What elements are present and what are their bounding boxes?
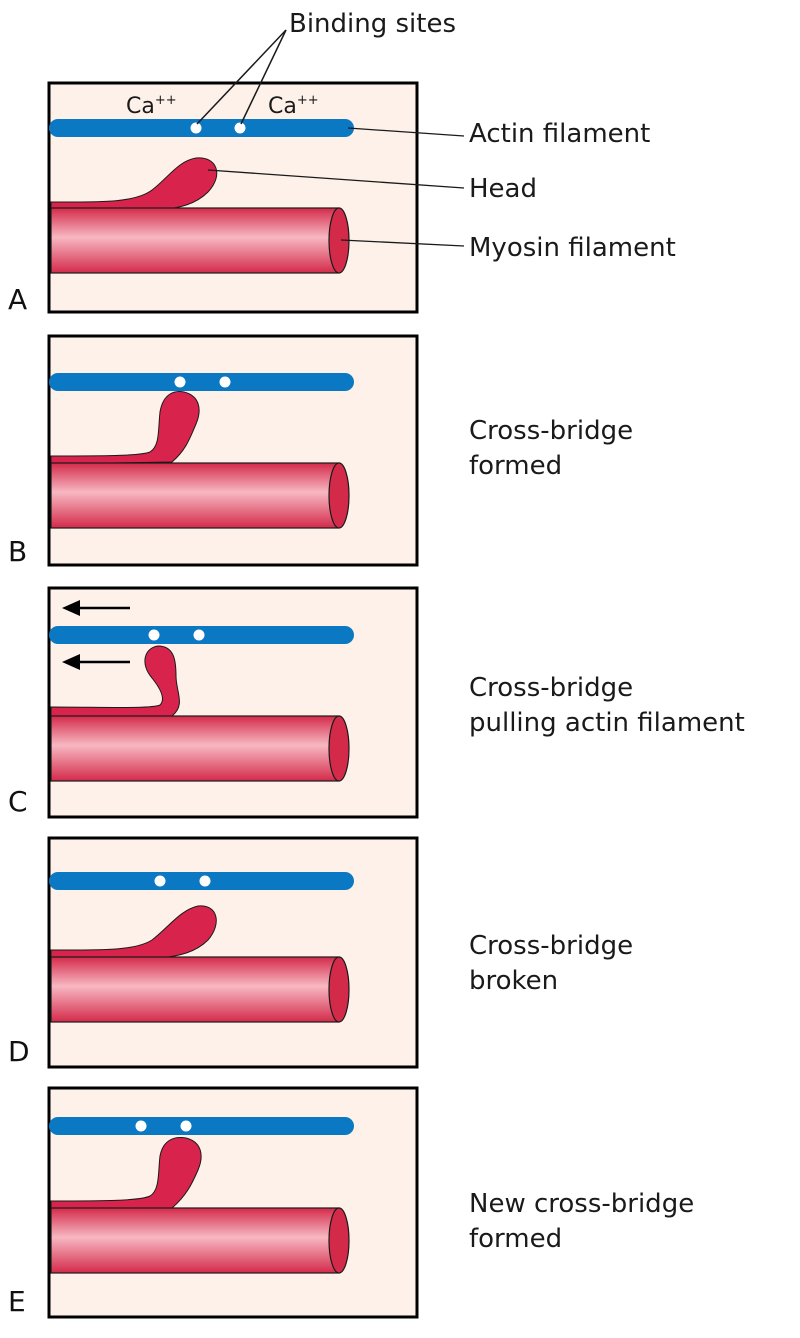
myosin-head [50, 391, 200, 465]
binding-site [135, 1120, 147, 1132]
myosin-end-cap [328, 462, 350, 529]
binding-sites-leader [240, 29, 287, 125]
panel-b-frame [47, 334, 419, 567]
myosin-end-cap [328, 715, 350, 782]
panel-e: E New cross-bridge formed [8, 1086, 694, 1319]
panel-b-caption-line2: formed [469, 451, 562, 481]
myosin-filament [50, 956, 340, 1023]
binding-sites-leader [196, 29, 287, 125]
binding-site [193, 629, 205, 641]
panel-e-caption-line2: formed [469, 1224, 562, 1254]
myosin-filament [50, 462, 340, 529]
binding-site [174, 376, 186, 388]
binding-site [190, 122, 202, 134]
binding-site [154, 875, 166, 887]
panel-letter: E [8, 1285, 26, 1318]
panel-letter: C [8, 785, 28, 818]
panel-b-caption-line1: Cross-bridge [469, 416, 633, 446]
binding-site [148, 629, 160, 641]
panel-d: D Cross-bridge broken [8, 836, 633, 1069]
panel-b: B Cross-bridge formed [8, 334, 633, 568]
binding-sites-label: Binding sites [289, 9, 456, 39]
myosin-filament [50, 207, 340, 274]
panel-c: C Cross-bridge pulling actin filament [8, 586, 745, 819]
myosin-head [50, 1137, 202, 1211]
panel-letter: A [8, 283, 27, 316]
head-leader [207, 169, 465, 189]
panel-c-caption-line1: Cross-bridge [469, 673, 633, 703]
actin-filament-label: Actin filament [469, 119, 650, 149]
panel-a: A [8, 81, 419, 316]
calcium-label-right: Ca++ [268, 93, 319, 119]
myosin-end-cap [328, 956, 350, 1023]
binding-site [180, 1120, 192, 1132]
left-arrow-icon [62, 600, 130, 616]
head-label: Head [469, 174, 537, 204]
panel-a-frame [47, 81, 419, 314]
panel-d-caption-line1: Cross-bridge [469, 931, 633, 961]
myosin-filament [50, 715, 340, 782]
myosin-head [50, 905, 217, 959]
myosin-filament-label: Myosin filament [469, 233, 676, 263]
panel-e-caption-line1: New cross-bridge [469, 1189, 694, 1219]
myosin-leader [340, 239, 465, 247]
left-arrow-icon [62, 654, 130, 670]
actin-leader [347, 127, 465, 137]
binding-site [199, 875, 211, 887]
myosin-filament [50, 1207, 340, 1274]
panel-letter: D [8, 1035, 30, 1068]
myosin-end-cap [328, 1207, 350, 1274]
panel-c-frame [47, 586, 419, 819]
panel-d-caption-line2: broken [469, 966, 558, 996]
panel-c-caption-line2: pulling actin filament [469, 708, 745, 738]
myosin-head [50, 157, 218, 211]
calcium-label-left: Ca++ [126, 93, 177, 119]
panel-a-callouts: Binding sites Ca++ Ca++ Actin filament H… [126, 9, 676, 263]
myosin-head [50, 645, 180, 717]
panel-letter: B [8, 535, 27, 568]
binding-site [219, 376, 231, 388]
binding-site [234, 122, 246, 134]
